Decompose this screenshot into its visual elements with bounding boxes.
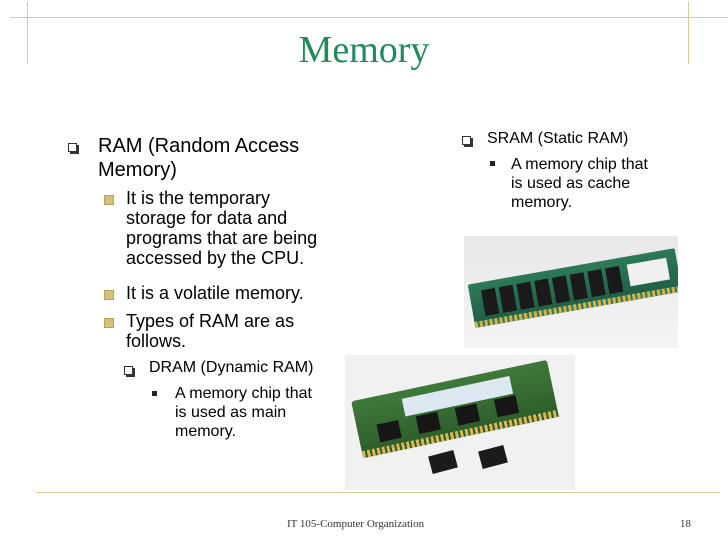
dram-board — [351, 359, 559, 459]
dram-desc-line3: memory. — [175, 423, 237, 440]
ram-desc-line2: storage for data and — [126, 208, 288, 228]
frame-right-line — [688, 2, 689, 64]
dram-description: A memory chip that is used as main memor… — [175, 384, 312, 441]
dram-desc-line1: A memory chip that — [175, 385, 312, 402]
sram-desc-line3: memory. — [511, 194, 573, 211]
small-square-bullet-icon — [490, 161, 495, 166]
sram-desc-line2: is used as cache — [511, 175, 631, 192]
dram-module-image — [345, 355, 575, 490]
footer-line — [36, 492, 720, 493]
footer-course: IT 105-Computer Organization — [287, 518, 425, 530]
page-number: 18 — [680, 518, 691, 530]
sram-description: A memory chip that is used as cache memo… — [511, 155, 648, 212]
ram-heading: RAM (Random Access Memory) — [98, 134, 299, 182]
memory-chip — [478, 444, 508, 470]
ram-heading-line1: RAM (Random Access — [98, 135, 300, 157]
frame-top-line — [10, 17, 728, 18]
dram-desc-line2: is used as main — [175, 404, 287, 421]
ram-types-line1: Types of RAM are as — [126, 311, 295, 331]
filled-square-bullet-icon — [104, 318, 114, 328]
slide-title: Memory — [298, 29, 430, 71]
frame-left-line — [27, 2, 28, 64]
dram-heading: DRAM (Dynamic RAM) — [149, 359, 314, 376]
ram-description: It is the temporary storage for data and… — [126, 188, 317, 268]
ram-desc-line4: accessed by the CPU. — [126, 248, 305, 268]
ram-desc-line1: It is the temporary — [126, 188, 271, 208]
sram-module-image — [464, 236, 678, 348]
ram-desc-line3: programs that are being — [126, 228, 318, 248]
filled-square-bullet-icon — [104, 195, 114, 205]
small-square-bullet-icon — [152, 391, 157, 396]
open-square-bullet-icon — [124, 366, 133, 375]
volatile-note: It is a volatile memory. — [126, 283, 304, 303]
filled-square-bullet-icon — [104, 290, 114, 300]
ram-types-line2: follows. — [126, 331, 187, 351]
memory-chip — [428, 449, 458, 475]
sram-desc-line1: A memory chip that — [511, 156, 648, 173]
sram-heading: SRAM (Static RAM) — [487, 130, 629, 147]
open-square-bullet-icon — [68, 143, 77, 152]
ram-heading-line2: Memory) — [98, 159, 177, 181]
sram-board — [467, 248, 678, 328]
open-square-bullet-icon — [462, 136, 471, 145]
ram-types: Types of RAM are as follows. — [126, 311, 294, 351]
